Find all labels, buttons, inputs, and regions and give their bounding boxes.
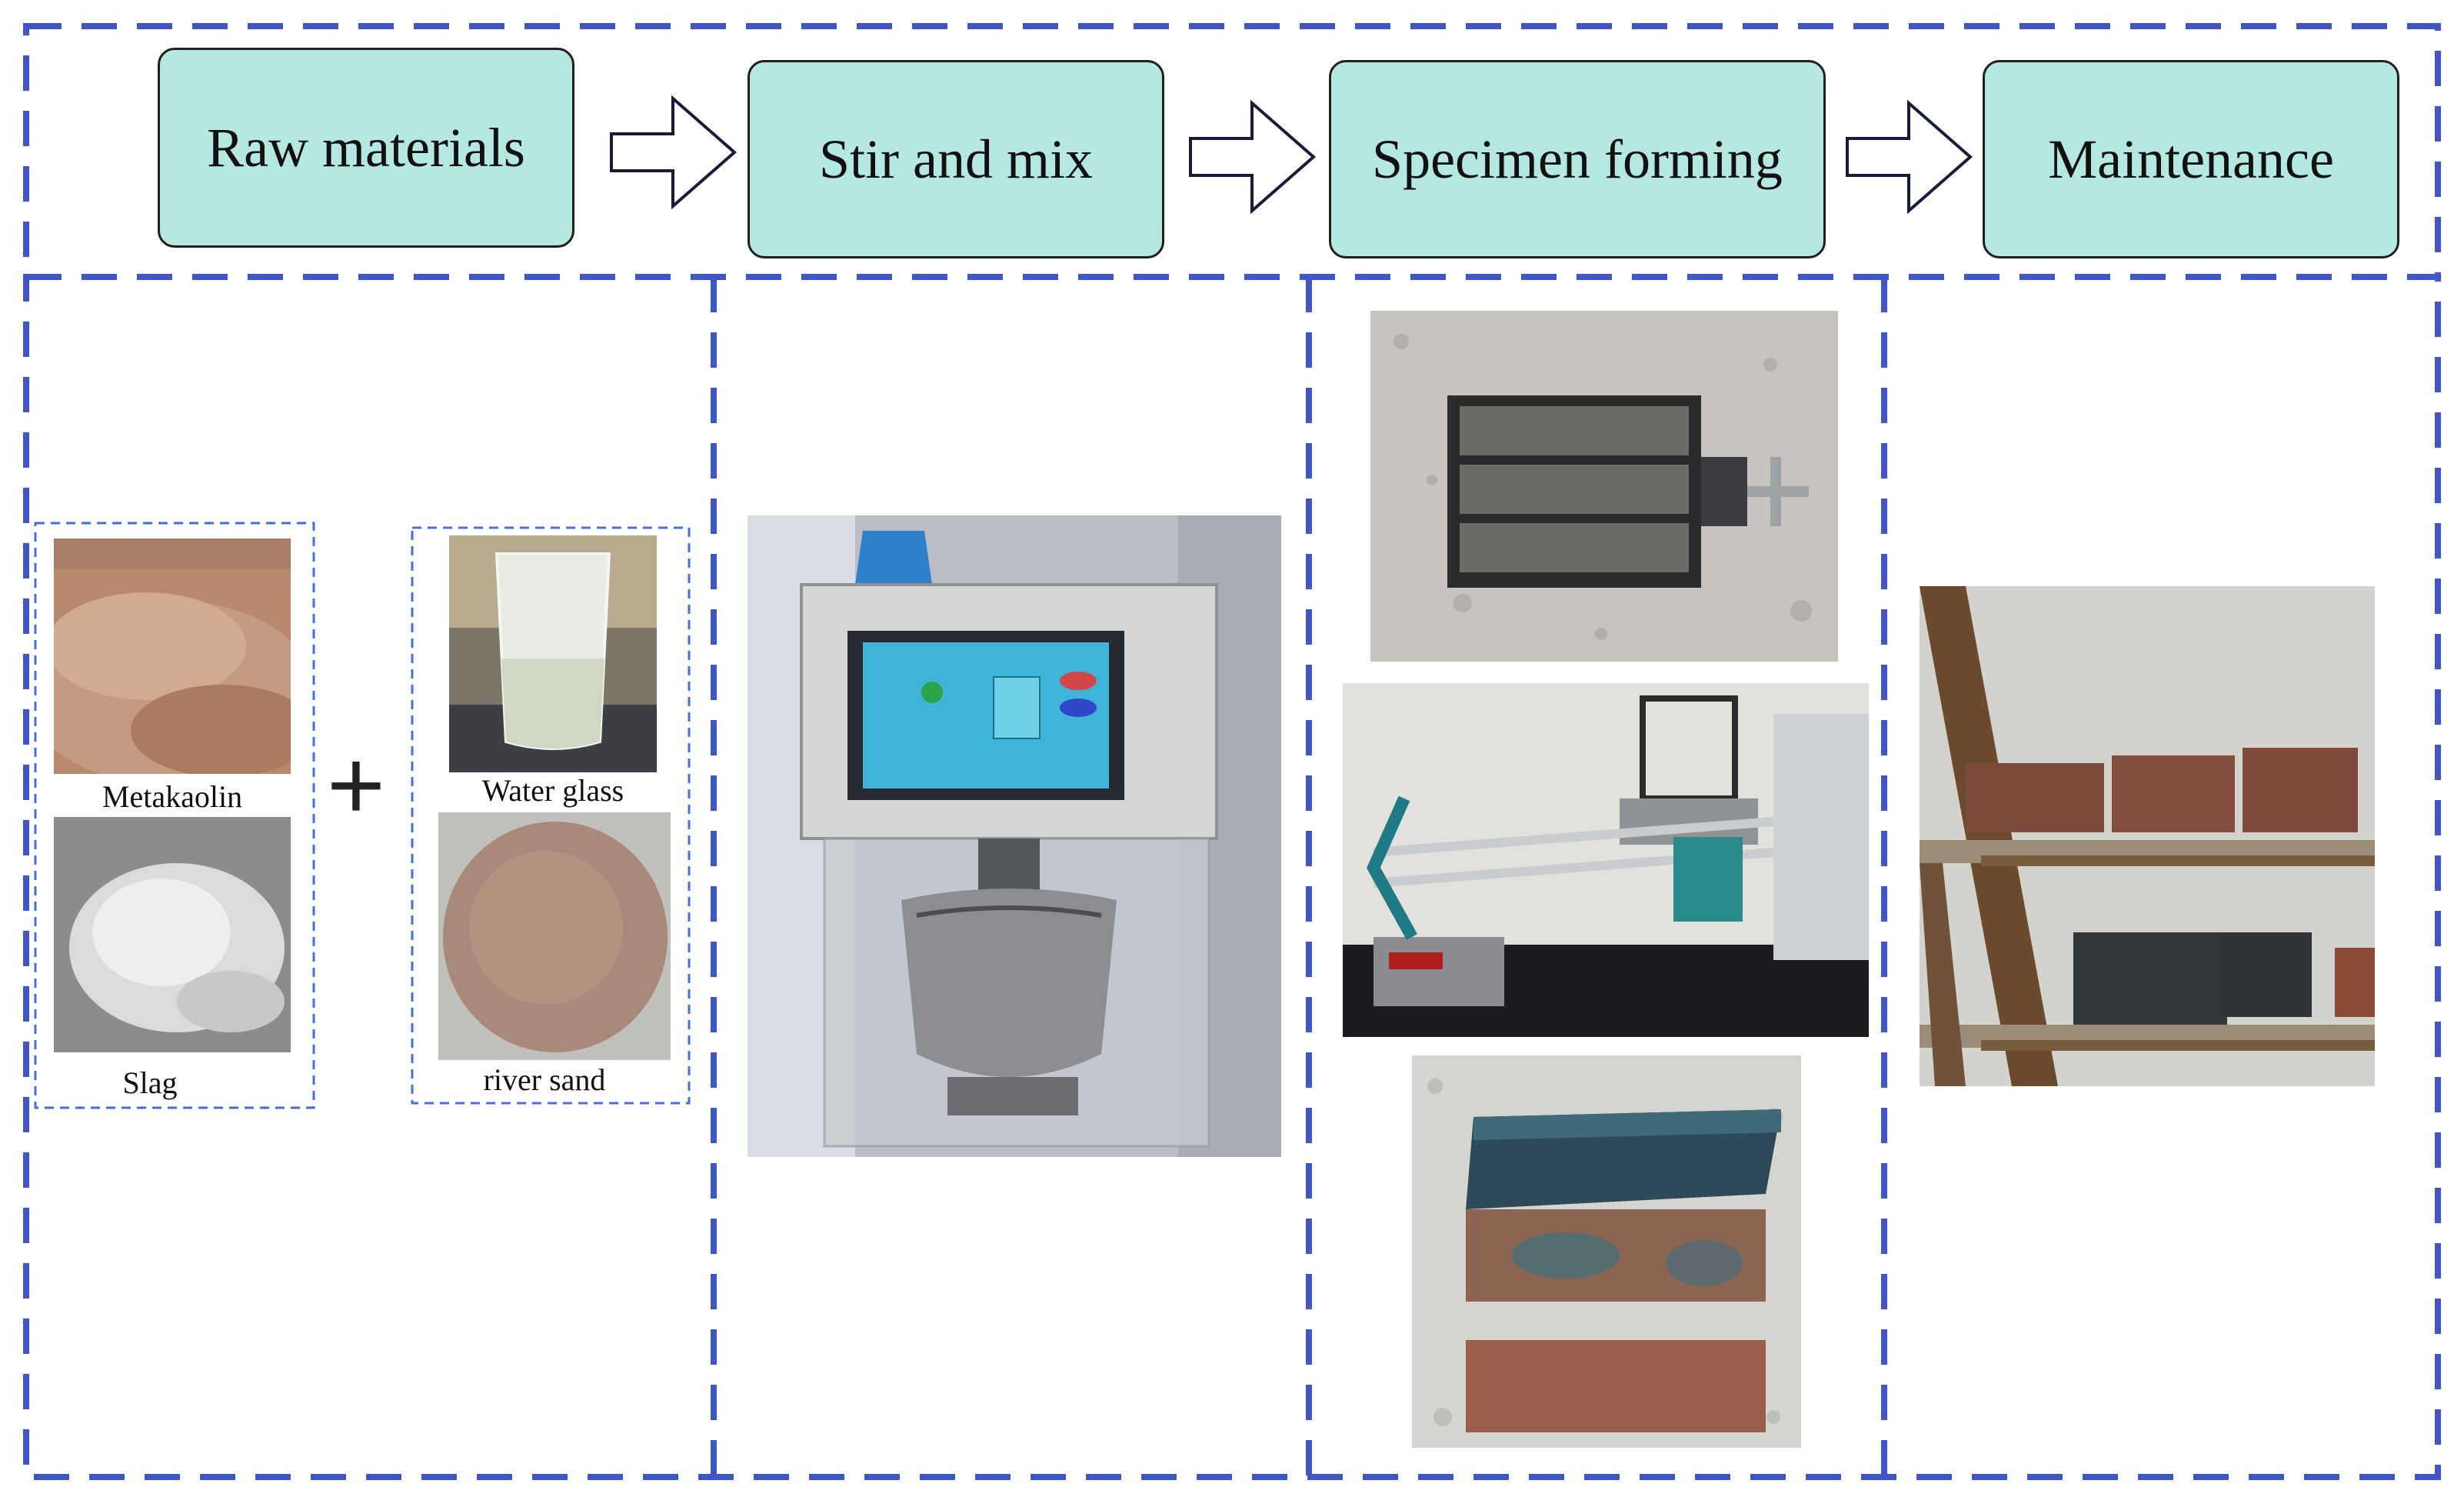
step-label: Specimen forming — [1372, 128, 1783, 190]
water-glass-photo — [449, 535, 657, 772]
step-stir-and-mix: Stir and mix — [748, 60, 1164, 258]
arrow-icon — [1189, 99, 1317, 215]
specimen-bars-photo — [1412, 1055, 1801, 1448]
metakaolin-caption: Metakaolin — [102, 779, 243, 814]
river-sand-photo — [438, 812, 671, 1060]
vibration-table-photo — [1343, 683, 1869, 1037]
metakaolin-photo — [54, 538, 291, 774]
step-label: Maintenance — [2048, 128, 2334, 190]
materials-right-dashed-box — [411, 526, 691, 1105]
steel-mould-photo — [1370, 311, 1838, 662]
slag-photo — [54, 817, 291, 1052]
materials-left-dashed-box — [34, 522, 315, 1109]
mixer-machine-photo — [748, 515, 1281, 1157]
step-raw-materials: Raw materials — [158, 48, 574, 248]
step-maintenance: Maintenance — [1983, 60, 2399, 258]
step-label: Raw materials — [207, 116, 525, 178]
plus-icon: + — [327, 728, 385, 841]
river-sand-caption: river sand — [483, 1062, 606, 1097]
arrow-icon — [610, 95, 738, 210]
arrow-icon — [1846, 99, 1973, 215]
content-dashed-frame — [23, 274, 2441, 1480]
step-label: Stir and mix — [819, 128, 1093, 190]
water-glass-caption: Water glass — [481, 773, 624, 808]
step-specimen-forming: Specimen forming — [1329, 60, 1826, 258]
curing-rack-photo — [1920, 586, 2375, 1086]
slag-caption: Slag — [122, 1065, 178, 1100]
